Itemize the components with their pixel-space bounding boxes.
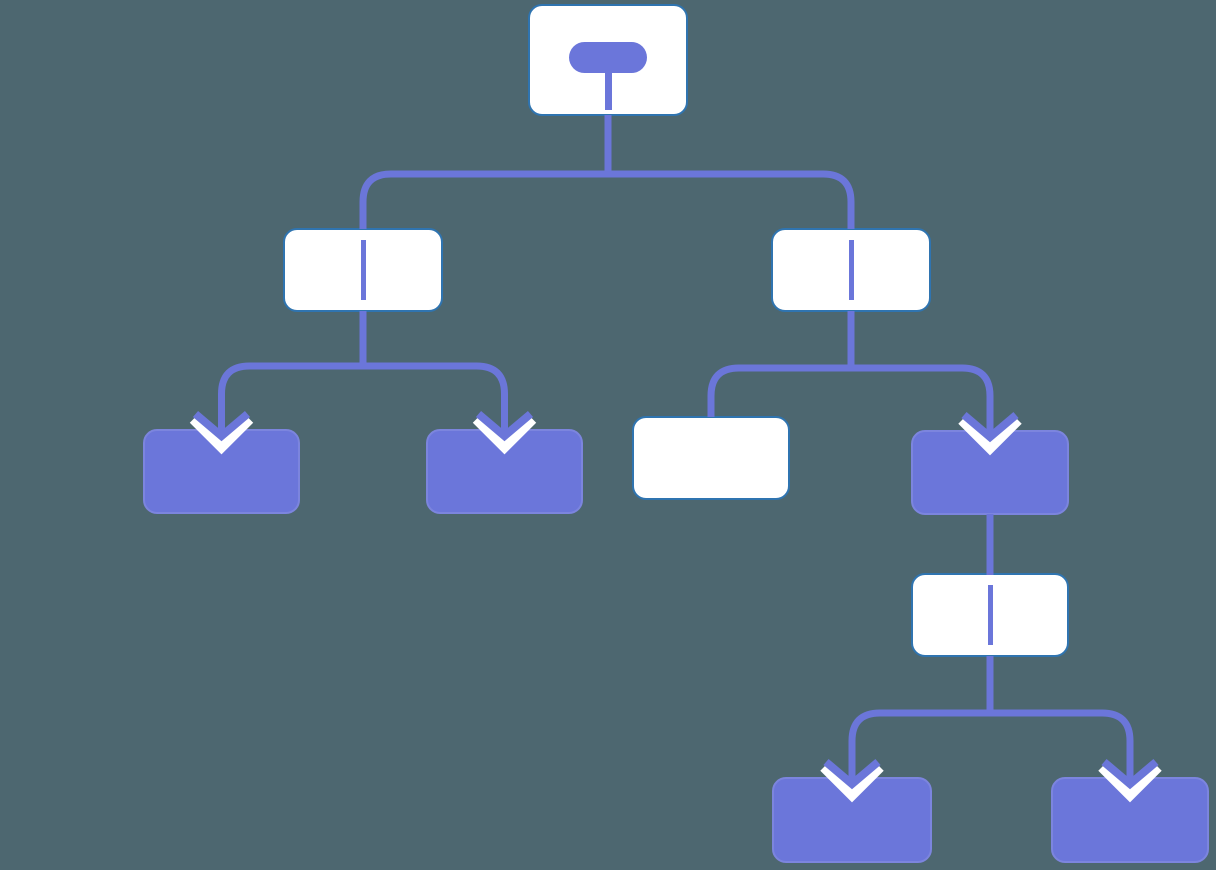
root-node[interactable] (528, 4, 688, 116)
right-branch-node[interactable] (771, 228, 931, 312)
lower-branch-node[interactable] (911, 573, 1069, 657)
leaf-node-4[interactable] (1051, 777, 1209, 863)
edge-left-branch-to-leaves (218, 362, 508, 436)
leaf-node-1[interactable] (143, 429, 300, 514)
leaf-node-3[interactable] (772, 777, 932, 863)
collapsed-child-node[interactable] (911, 430, 1069, 515)
pill-icon (569, 42, 647, 73)
pill-stem-icon (604, 70, 612, 110)
edge-lower-branch-to-leaves (848, 709, 1134, 784)
leaf-node-2[interactable] (426, 429, 583, 514)
vertical-line-icon (360, 240, 366, 300)
vertical-line-icon (987, 585, 993, 645)
left-branch-node[interactable] (283, 228, 443, 312)
edge-root-to-branches (359, 170, 855, 229)
vertical-line-icon (848, 240, 854, 300)
plain-child-node[interactable] (632, 416, 790, 500)
